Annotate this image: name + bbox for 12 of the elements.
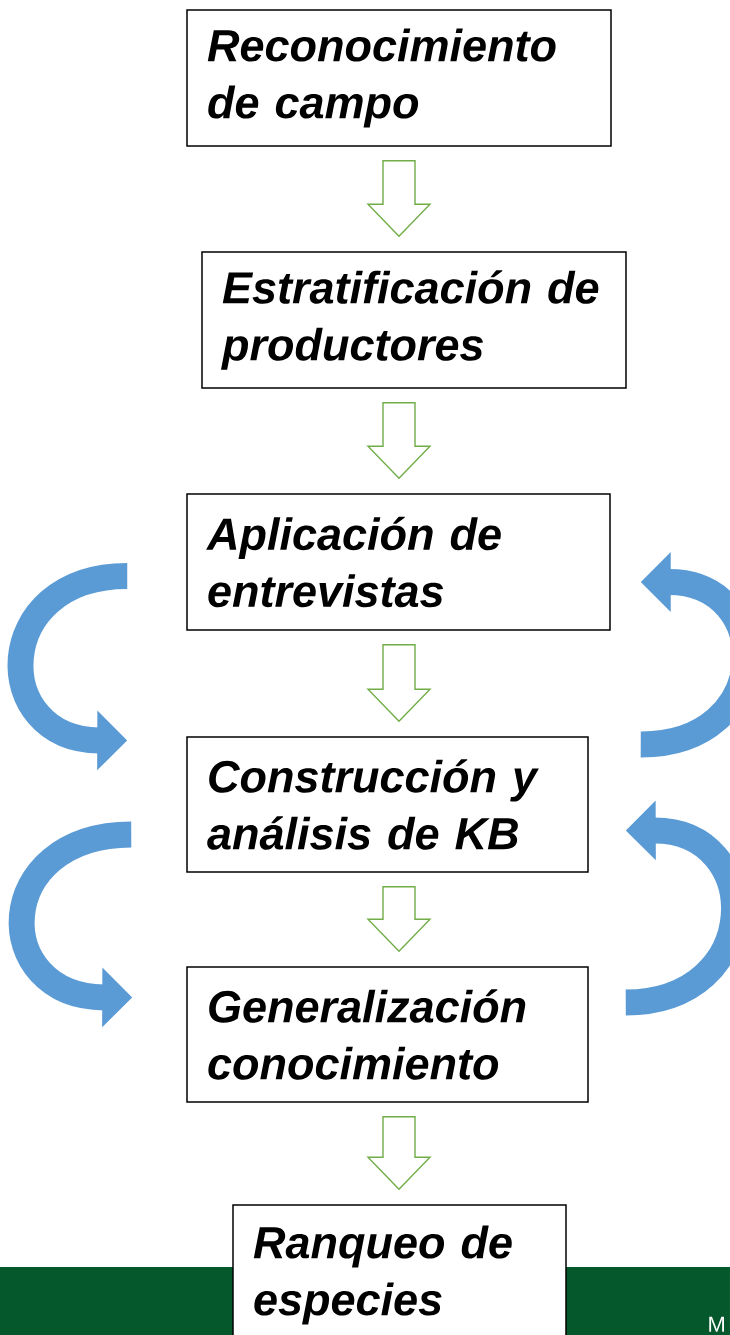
block-arrow [366, 1116, 432, 1191]
block-arrow [366, 402, 432, 480]
process-box: Estratificación de productores [201, 251, 627, 389]
process-box: Ranqueo de especies [232, 1204, 567, 1335]
process-box: Generalización conocimiento [186, 966, 589, 1103]
process-box: Aplicación de entrevistas [186, 493, 611, 631]
block-arrow [366, 644, 432, 723]
process-box: Reconocimiento de campo [186, 9, 612, 147]
block-arrow [366, 160, 432, 238]
block-arrow [366, 886, 432, 953]
footer-text: M [709, 1316, 724, 1332]
process-box: Construcción y análisis de KB [186, 736, 589, 873]
